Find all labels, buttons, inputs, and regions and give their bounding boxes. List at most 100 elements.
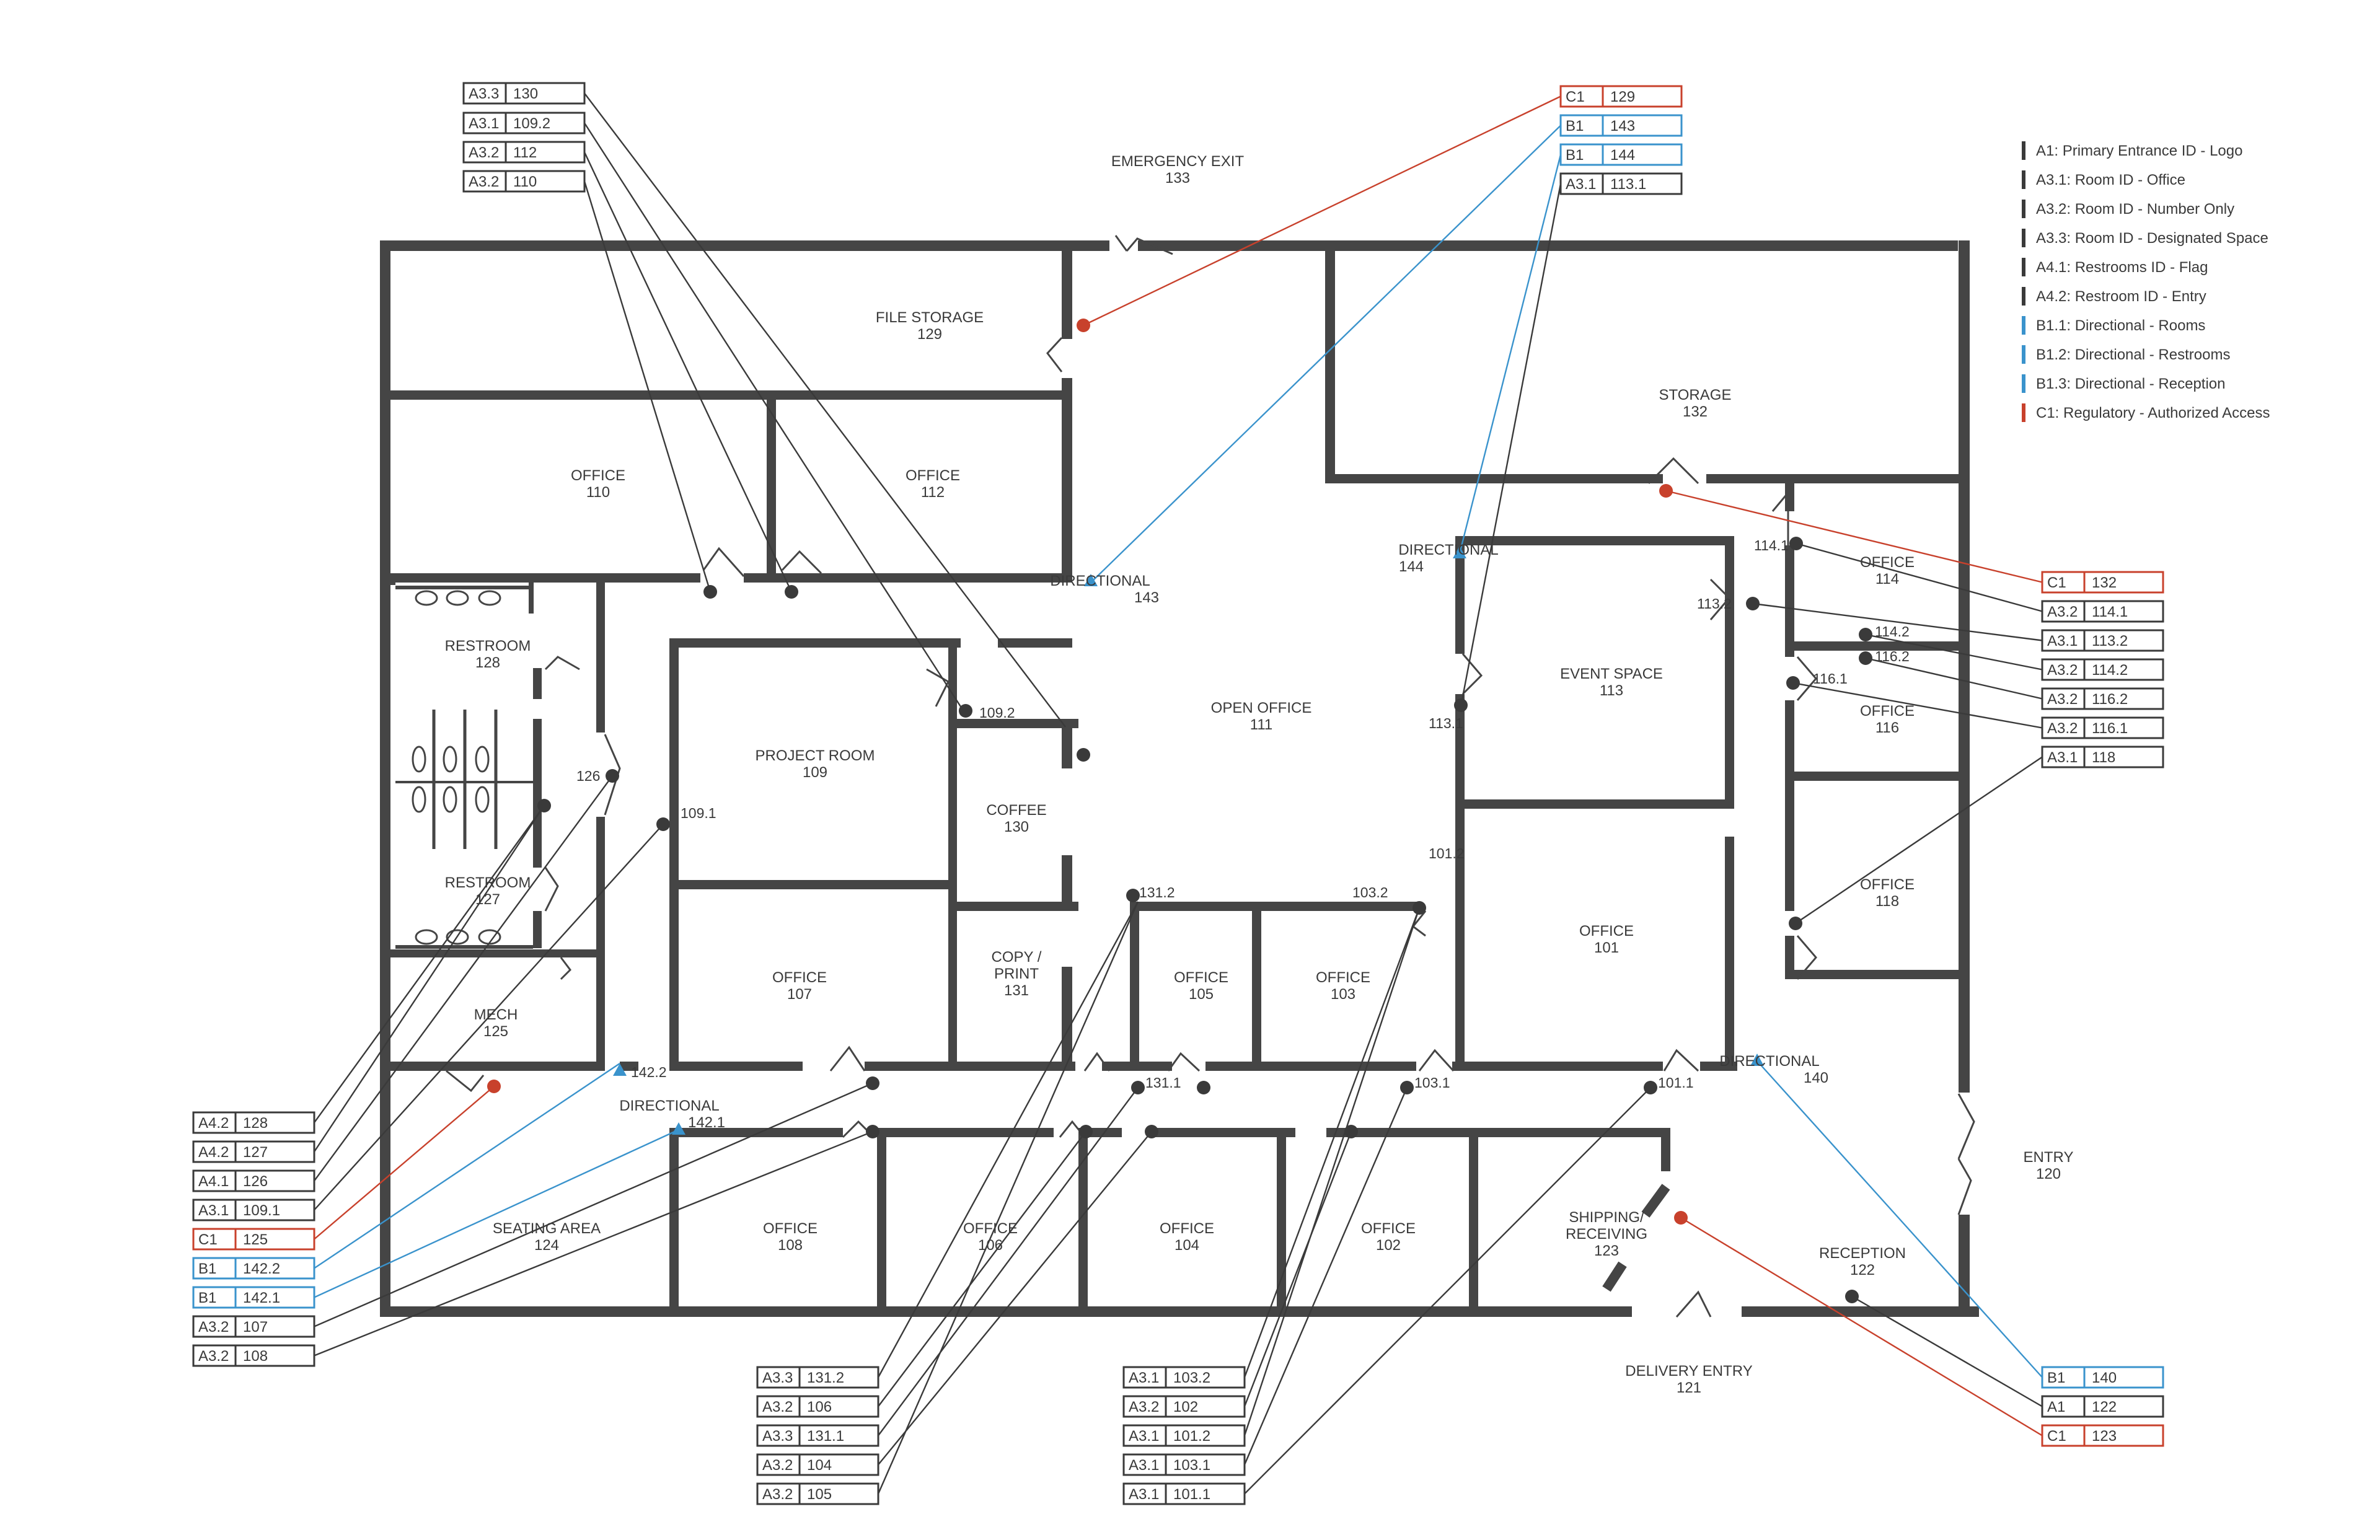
sign-point-labels: 109.2109.1126113.1113.2114.1114.2116.211… bbox=[576, 537, 1910, 1091]
toilet-icon bbox=[412, 786, 426, 813]
legend-swatch bbox=[2022, 141, 2025, 160]
leader-line bbox=[314, 1129, 679, 1298]
regulatory-sign-dot bbox=[1659, 484, 1673, 498]
room-number: 122 bbox=[1850, 1262, 1875, 1278]
wall-segment-71 bbox=[1661, 1128, 1670, 1171]
tag-box bbox=[192, 1199, 315, 1221]
tag-box bbox=[1559, 143, 1683, 166]
leader-line bbox=[1865, 657, 2043, 700]
tag-number: 123 bbox=[2092, 1428, 2117, 1445]
leader-line bbox=[1243, 907, 1421, 1436]
room-number: 106 bbox=[978, 1237, 1003, 1254]
room-sign-dot bbox=[1786, 676, 1800, 690]
directional-name: DIRECTIONAL bbox=[619, 1098, 719, 1114]
tag-code: A3.2 bbox=[2047, 720, 2078, 737]
wall-segment-24 bbox=[620, 1062, 638, 1071]
tag-box bbox=[1122, 1424, 1246, 1447]
tag-number: 142.1 bbox=[243, 1290, 280, 1306]
wall-segment-53 bbox=[1455, 799, 1734, 809]
tag-code: A3.1 bbox=[198, 1202, 229, 1219]
wall-segment-29 bbox=[669, 638, 961, 648]
room-number: 125 bbox=[483, 1023, 508, 1040]
sign-point-label: 114.1 bbox=[1754, 537, 1789, 553]
tag-number: 131.2 bbox=[807, 1370, 844, 1386]
tag-code: A3.1 bbox=[469, 115, 499, 132]
legend-text: B1.1: Directional - Rooms bbox=[2036, 317, 2205, 334]
room-number: 107 bbox=[787, 986, 812, 1003]
tag-number: 128 bbox=[243, 1115, 268, 1132]
leader-line bbox=[878, 1131, 1086, 1407]
tag-box bbox=[2041, 1366, 2164, 1389]
tag-box bbox=[462, 112, 586, 134]
tag-box bbox=[2041, 571, 2164, 594]
tag-code: A3.3 bbox=[469, 86, 499, 102]
room-number: 112 bbox=[921, 484, 945, 501]
tag-number: 113.2 bbox=[2092, 633, 2128, 649]
room-number: 110 bbox=[586, 484, 610, 501]
tag-number: 113.1 bbox=[1610, 176, 1646, 193]
tag-code: A3.1 bbox=[1129, 1428, 1159, 1445]
room-name: COPY / bbox=[992, 949, 1042, 966]
room-name: ENTRY bbox=[2024, 1149, 2074, 1166]
tag-code: C1 bbox=[198, 1231, 218, 1248]
directional-sign-icon bbox=[1750, 1054, 1764, 1066]
legend-item: A4.2: Restroom ID - Entry bbox=[2022, 287, 2206, 306]
legend-swatch bbox=[2022, 374, 2025, 393]
wall-segment-7 bbox=[1959, 1215, 1970, 1317]
sign-point-label: 113.1 bbox=[1429, 715, 1463, 731]
wall-segment-40 bbox=[1130, 902, 1139, 1071]
tag-number: 102 bbox=[1173, 1399, 1198, 1415]
tag-code: A3.3 bbox=[762, 1428, 793, 1445]
tag-code: A3.1 bbox=[1129, 1370, 1159, 1386]
wall-segment-23 bbox=[390, 1062, 601, 1071]
tag-box bbox=[756, 1453, 879, 1476]
wall-segment-20 bbox=[390, 583, 395, 585]
tag-code: A3.2 bbox=[762, 1457, 793, 1474]
legend-text: A4.1: Restrooms ID - Flag bbox=[2036, 259, 2208, 276]
room-sign-dot bbox=[1131, 1081, 1145, 1094]
tag-code: C1 bbox=[1566, 89, 1585, 105]
tag-number: 103.1 bbox=[1173, 1457, 1210, 1474]
tag-box bbox=[192, 1315, 315, 1338]
wall-segment-68 bbox=[1078, 1128, 1088, 1308]
door-swing-17 bbox=[1083, 1052, 1111, 1071]
tag-code: B1 bbox=[1566, 118, 1584, 134]
legend-swatch bbox=[2022, 200, 2025, 218]
wall-segment-62 bbox=[874, 1128, 1054, 1137]
tag-code: A1 bbox=[2047, 1399, 2065, 1415]
directional-sign-icon bbox=[672, 1122, 685, 1135]
wall-segment-6 bbox=[1959, 240, 1970, 1093]
door-swing-12 bbox=[544, 656, 580, 671]
wall-segment-55 bbox=[1785, 545, 1794, 657]
wall-segment-65 bbox=[1326, 1128, 1670, 1137]
room-sign-dot bbox=[1145, 1125, 1158, 1138]
sink-icon bbox=[446, 590, 469, 606]
room-name: OPEN OFFICE bbox=[1211, 700, 1312, 716]
legend-item: A1: Primary Entrance ID - Logo bbox=[2022, 141, 2242, 160]
tag-box bbox=[2041, 1395, 2164, 1418]
room-number: 109 bbox=[803, 764, 827, 781]
wall-segment-60 bbox=[1794, 772, 1959, 781]
counter bbox=[395, 586, 533, 589]
room-name: OFFICE bbox=[763, 1220, 818, 1237]
tag-number: 104 bbox=[807, 1457, 832, 1474]
wall-segment-57 bbox=[1785, 936, 1794, 979]
tag-number: 108 bbox=[243, 1348, 268, 1365]
leader-line bbox=[314, 1082, 873, 1327]
leader-line bbox=[583, 122, 965, 712]
door-swing-2 bbox=[1114, 235, 1128, 252]
leader-line bbox=[1243, 1131, 1352, 1407]
